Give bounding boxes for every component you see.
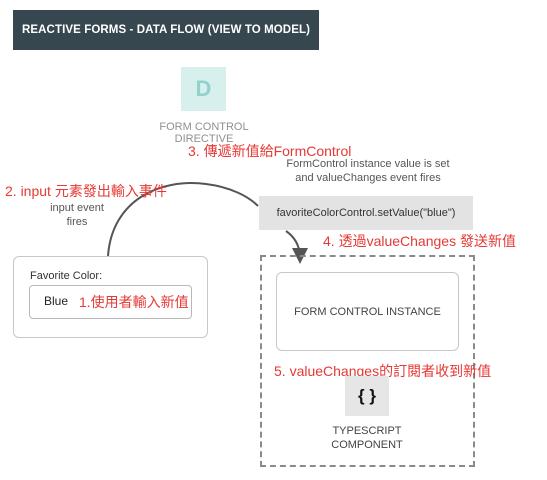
set-value-call-box: favoriteColorControl.setValue("blue"): [259, 196, 473, 230]
directive-label-line1: FORM CONTROL: [159, 121, 249, 133]
setvalue-to-instance-arrow: [285, 230, 308, 264]
step-2-annotation: 2. input 元素發出輸入事件: [5, 183, 167, 199]
diagram-title: REACTIVE FORMS - DATA FLOW (VIEW TO MODE…: [13, 10, 319, 50]
instance-value-note-line1: FormControl instance value is set: [286, 158, 450, 170]
directive-label-line2: DIRECTIVE: [174, 134, 234, 143]
favorite-color-input[interactable]: [29, 285, 192, 319]
step-4-annotation: 4. 透過valueChanges 發送新值: [323, 233, 516, 249]
typescript-label-line2: COMPONENT: [331, 439, 403, 451]
input-to-directive-arrow: [107, 182, 259, 257]
typescript-label-line1: TYPESCRIPT: [332, 425, 402, 437]
typescript-component-frame: [260, 255, 475, 467]
step-3-annotation: 3. 傳遞新值給FormControl: [188, 143, 352, 159]
favorite-color-value: Blue: [44, 294, 69, 308]
favorite-color-label: Favorite Color:: [30, 270, 103, 282]
instance-value-note-line2: and valueChanges event fires: [295, 172, 441, 184]
step-1-annotation: 1.使用者輸入新值: [79, 294, 189, 310]
form-control-instance-box: FORM CONTROL INSTANCE: [276, 272, 459, 351]
directive-d-icon: D: [181, 67, 226, 111]
input-event-note-line2: fires: [66, 216, 88, 228]
typescript-braces-icon: { }: [345, 376, 389, 416]
input-event-note-line1: input event: [50, 202, 104, 214]
step-5-annotation: 5. valueChanges的訂閱者收到新值: [274, 363, 492, 379]
